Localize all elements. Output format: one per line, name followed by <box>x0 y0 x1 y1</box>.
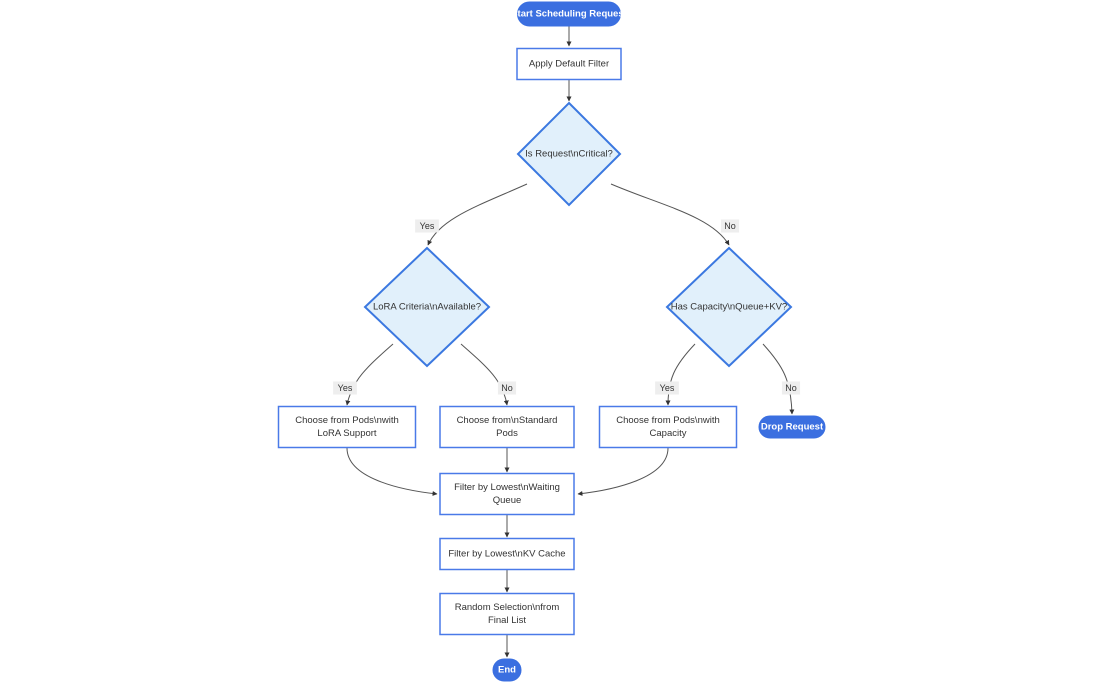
edge-label-e3: Yes <box>415 219 439 233</box>
edge-label-e8: No <box>781 381 801 395</box>
flow-node-drop_request[interactable]: Drop Request <box>758 415 826 439</box>
edge-label-background <box>415 219 439 233</box>
edge-label-text: No <box>501 383 513 393</box>
node-label: End <box>498 665 516 676</box>
node-label: Is Request\nCritical? <box>525 149 613 160</box>
edge-label-background <box>497 381 517 395</box>
flow-edge <box>346 447 438 497</box>
flow-node-apply_default_filter[interactable]: Apply Default Filter <box>516 47 622 81</box>
flow-node-filter_kv_cache[interactable]: Filter by Lowest\nKV Cache <box>439 537 575 571</box>
node-label: Drop Request <box>761 422 824 433</box>
node-label: Choose from\nStandard <box>457 415 558 426</box>
node-label: Apply Default Filter <box>529 59 609 70</box>
flow-node-end[interactable]: End <box>492 658 522 682</box>
node-label: Random Selection\nfrom <box>455 602 560 613</box>
flow-edge <box>610 183 730 246</box>
node-shape-diamond <box>665 246 793 368</box>
edges-layer <box>345 26 795 658</box>
node-label: Choose from Pods\nwith <box>616 415 720 426</box>
flow-edge <box>345 343 394 406</box>
flow-node-has_capacity[interactable]: Has Capacity\nQueue+KV? <box>665 246 793 368</box>
edge-label-text: No <box>724 221 736 231</box>
edge-label-e7: Yes <box>655 381 679 395</box>
flow-edge <box>762 343 795 415</box>
edge-label-text: No <box>785 383 797 393</box>
edge-label-e6: No <box>497 381 517 395</box>
flow-node-lora_criteria_available[interactable]: LoRA Criteria\nAvailable? <box>363 246 491 368</box>
edge-label-background <box>655 381 679 395</box>
flow-node-is_request_critical[interactable]: Is Request\nCritical? <box>516 101 622 207</box>
node-shape-stadium <box>492 658 522 682</box>
flow-node-start[interactable]: Start Scheduling Request <box>511 1 628 27</box>
node-label: LoRA Criteria\nAvailable? <box>373 302 481 313</box>
node-label: Queue <box>493 495 522 506</box>
node-shape-stadium <box>758 415 826 439</box>
edge-label-background <box>333 381 357 395</box>
edge-label-background <box>781 381 801 395</box>
node-shape-rect <box>439 592 575 636</box>
edge-label-e5: Yes <box>333 381 357 395</box>
node-label: Filter by Lowest\nKV Cache <box>448 549 565 560</box>
node-label: Has Capacity\nQueue+KV? <box>671 302 787 313</box>
flow-edge <box>577 447 669 496</box>
node-shape-rect <box>439 405 575 449</box>
flow-edge <box>427 183 528 246</box>
edge-label-text: Yes <box>420 221 435 231</box>
flow-edge <box>460 343 509 406</box>
edge-label-text: Yes <box>660 383 675 393</box>
node-label: Filter by Lowest\nWaiting <box>454 482 560 493</box>
node-label: Choose from Pods\nwith <box>295 415 399 426</box>
node-label: Pods <box>496 428 518 439</box>
edge-label-background <box>720 219 740 233</box>
node-label: Capacity <box>650 428 687 439</box>
edge-label-text: Yes <box>338 383 353 393</box>
node-shape-stadium <box>517 1 621 27</box>
node-label: LoRA Support <box>317 428 377 439</box>
node-shape-rect <box>598 405 738 449</box>
node-shape-rect <box>439 537 575 571</box>
node-label: Start Scheduling Request <box>511 9 627 20</box>
node-shape-diamond <box>516 101 622 207</box>
edge-label-e4: No <box>720 219 740 233</box>
flow-edge <box>665 343 696 406</box>
node-shape-rect <box>516 47 622 81</box>
node-shape-rect <box>439 472 575 516</box>
node-shape-diamond <box>363 246 491 368</box>
node-shape-rect <box>277 405 417 449</box>
node-label: Final List <box>488 615 526 626</box>
